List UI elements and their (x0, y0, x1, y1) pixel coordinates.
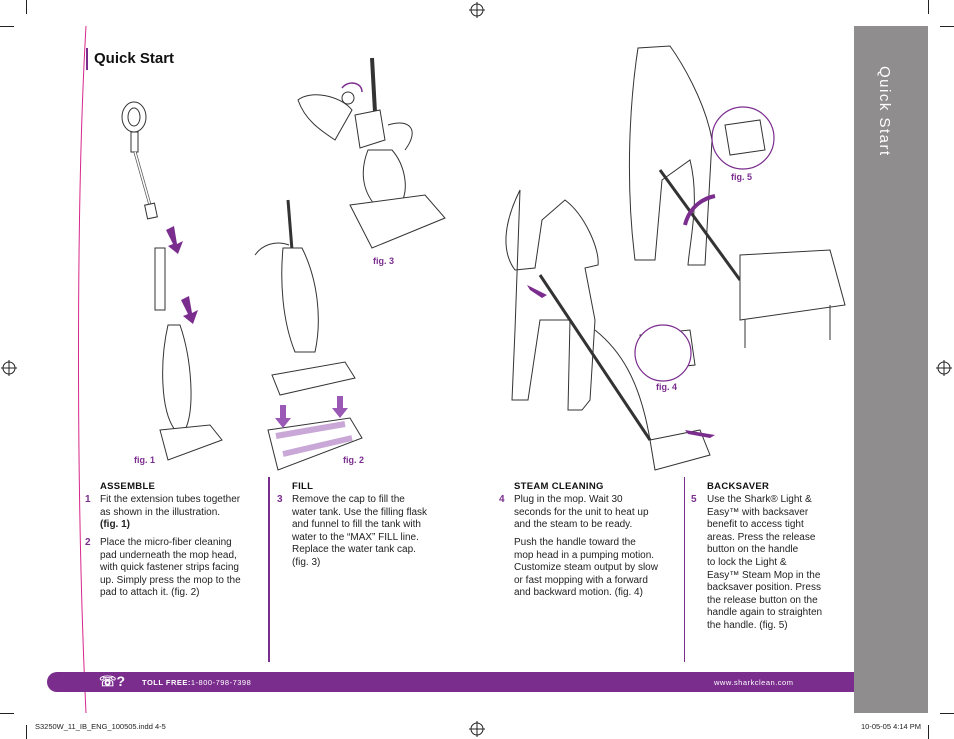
assemble-heading: ASSEMBLE (100, 481, 156, 492)
fig2-illustration (254, 199, 363, 471)
backsaver-heading: BACKSAVER (707, 481, 770, 492)
fig1-illustration (121, 101, 223, 461)
registration-mark-top (469, 2, 485, 18)
fig2-arrows (275, 396, 348, 428)
step-1-text: Fit the extension tubes together as show… (100, 494, 241, 531)
step-5-text: Use the Shark® Light & Easy™ with backsa… (707, 494, 823, 631)
fig5-arrow (683, 194, 716, 226)
page-trim-curve (78, 25, 87, 714)
registration-mark-bottom (469, 721, 485, 737)
fig3-illustration (297, 57, 446, 249)
fig4-label: fig. 4 (656, 382, 678, 392)
date-slug: 10-05-05 4:14 PM (861, 722, 922, 731)
registration-mark-right (936, 360, 952, 376)
fig5-illustration (628, 45, 846, 348)
fig3-label: fig. 3 (373, 256, 395, 266)
fig4-inset-circle (634, 324, 692, 382)
fig1-arrows (166, 226, 198, 324)
fig1-label: fig. 1 (134, 455, 156, 465)
step-4-text: Plug in the mop. Wait 30 seconds for the… (514, 494, 649, 531)
fig3-rotate-arrow (341, 82, 363, 93)
fig5-label: fig. 5 (731, 172, 753, 182)
step-2-text: Place the micro-fiber cleaning pad under… (100, 537, 241, 599)
fig2-label: fig. 2 (343, 455, 365, 465)
step-1-number: 1 (85, 494, 91, 505)
step-3-text: Remove the cap to fill the water tank. U… (292, 494, 428, 568)
step-5-number: 5 (691, 494, 697, 505)
toll-free-info: TOLL FREE:1-800-798-7398 (142, 678, 252, 687)
footer-bar: ☏? TOLL FREE:1-800-798-7398 www.sharkcle… (47, 672, 854, 692)
page-title: Quick Start (94, 50, 175, 67)
sidebar-tab: Quick Start (854, 26, 928, 713)
registration-mark-left (1, 360, 17, 376)
phone-help-icon: ☏? (99, 673, 126, 689)
sidebar-title: Quick Start (876, 66, 893, 157)
file-slug: S3250W_11_IB_ENG_100505.indd 4-5 (35, 722, 166, 731)
fig5-inset-detail (724, 119, 766, 156)
step-2-number: 2 (85, 537, 91, 548)
step-3-number: 3 (277, 494, 283, 505)
steam-heading: STEAM CLEANING (514, 481, 604, 492)
step-4-number: 4 (499, 494, 505, 505)
fill-heading: FILL (292, 481, 314, 492)
website-link[interactable]: www.sharkclean.com (714, 678, 794, 687)
step-4b-text: Push the handle toward the mop head in a… (514, 537, 658, 599)
